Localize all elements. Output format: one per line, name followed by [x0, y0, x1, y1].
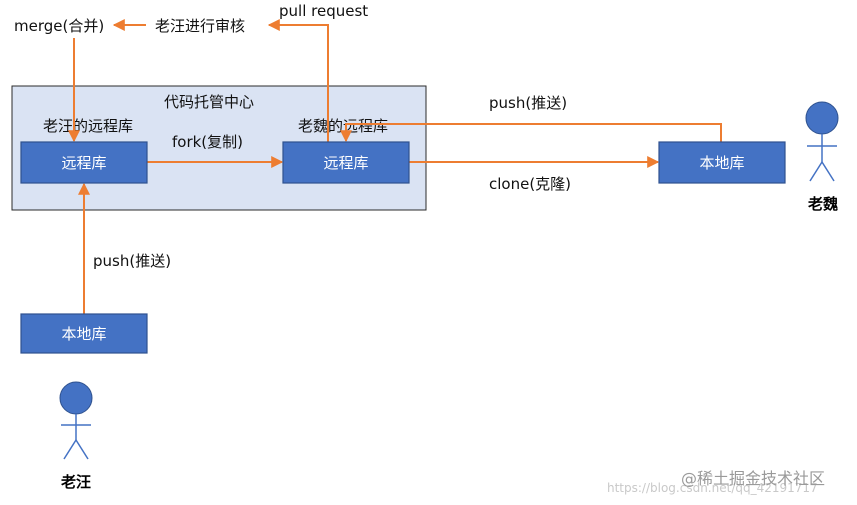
clone-label: clone(克隆)	[489, 175, 571, 193]
watermark-brand: @稀土掘金技术社区	[681, 469, 825, 488]
laowei-remote-repo-box	[282, 141, 410, 184]
laowei-remote-caption: 老魏的远程库	[298, 117, 388, 135]
laowang-actor-name: 老汪	[60, 473, 91, 491]
laowei-local-repo-box	[658, 141, 786, 184]
pull-request-arrow	[267, 19, 329, 142]
laowang-remote-repo-box	[20, 141, 148, 184]
review-label: 老汪进行审核	[155, 17, 245, 35]
laowei-remote-repo-label: 远程库	[323, 154, 368, 172]
laowei-actor-icon	[805, 101, 839, 182]
laowang-remote-caption: 老汪的远程库	[43, 117, 133, 135]
merge-label: merge(合并)	[14, 17, 104, 35]
laowang-local-repo-label: 本地库	[61, 325, 106, 343]
pull-request-label: pull request	[279, 2, 368, 20]
laowei-local-repo-label: 本地库	[699, 154, 744, 172]
watermark-url: https://blog.csdn.net/qq_42191717	[607, 481, 818, 495]
laowei-actor-name: 老魏	[807, 195, 838, 213]
fork-label: fork(复制)	[172, 133, 243, 151]
push-laowei-arrow	[340, 123, 722, 143]
laowang-actor-icon	[59, 381, 93, 460]
push-laowang-label: push(推送)	[93, 252, 171, 270]
laowang-local-repo-box	[20, 313, 148, 354]
hosting-center-title: 代码托管中心	[164, 93, 254, 111]
push-laowei-label: push(推送)	[489, 94, 567, 112]
laowang-remote-repo-label: 远程库	[61, 154, 106, 172]
